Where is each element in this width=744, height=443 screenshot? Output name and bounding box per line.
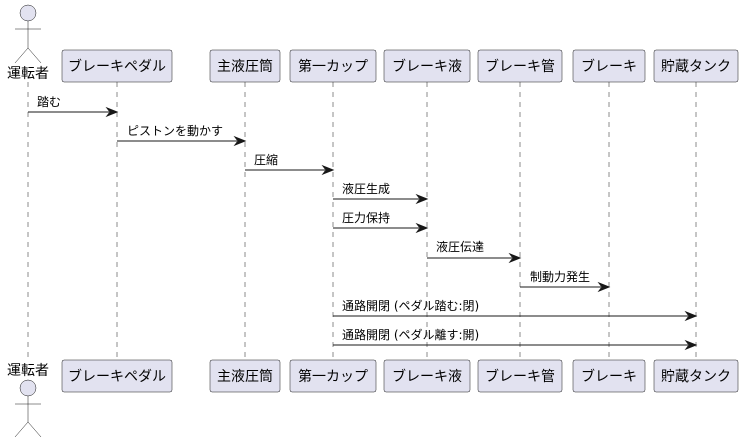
- message-7: 制動力発生: [520, 270, 611, 293]
- participant-label: ブレーキ: [581, 58, 637, 75]
- message-label: 踏む: [37, 95, 61, 109]
- participant-brake-top: ブレーキ: [572, 49, 646, 83]
- message-label: 通路開閉 (ペダル踏む:閉): [342, 298, 479, 313]
- participant-master-bottom: 主液圧筒: [209, 359, 281, 393]
- arrowhead-icon: [508, 252, 522, 264]
- participant-label: ブレーキ管: [485, 58, 555, 75]
- actor-bottom: 運転者: [7, 363, 49, 438]
- participant-fluid-bottom: ブレーキ液: [383, 359, 471, 393]
- message-label: 液圧伝達: [436, 239, 484, 254]
- participant-label: ブレーキ管: [485, 368, 555, 385]
- actor-top: 運転者: [7, 4, 49, 82]
- participant-label: ブレーキ: [581, 368, 637, 385]
- arrowhead-icon: [684, 339, 698, 351]
- actor-figure-icon: [14, 4, 42, 64]
- participant-pipe-bottom: ブレーキ管: [477, 359, 563, 393]
- participant-label: 第一カップ: [298, 58, 368, 75]
- actor-label-top: 運転者: [7, 66, 49, 82]
- message-label: 制動力発生: [530, 270, 590, 284]
- message-2: ピストンを動かす: [117, 124, 247, 147]
- actor-figure-icon: [14, 379, 42, 438]
- participant-cup-bottom: 第一カップ: [289, 359, 377, 393]
- actor-label-bottom: 運転者: [7, 363, 49, 379]
- participant-master-top: 主液圧筒: [209, 49, 281, 83]
- message-1: 踏む: [28, 95, 119, 118]
- message-label: 圧縮: [254, 152, 278, 167]
- message-label: ピストンを動かす: [127, 124, 223, 138]
- arrowhead-icon: [415, 193, 429, 205]
- arrowhead-icon: [105, 106, 119, 118]
- participant-pedal-top: ブレーキペダル: [61, 49, 173, 83]
- participant-label: ブレーキペダル: [68, 368, 166, 385]
- participant-fluid-top: ブレーキ液: [383, 49, 471, 83]
- arrowhead-icon: [684, 310, 698, 322]
- participant-cup-top: 第一カップ: [289, 49, 377, 83]
- arrowhead-icon: [321, 164, 335, 176]
- participant-label: 第一カップ: [298, 368, 368, 385]
- message-label: 通路開閉 (ペダル離す:開): [342, 327, 479, 342]
- participant-tank-top: 貯蔵タンク: [653, 49, 739, 83]
- participant-label: ブレーキ液: [392, 368, 462, 385]
- arrowhead-icon: [415, 222, 429, 234]
- participant-tank-bottom: 貯蔵タンク: [653, 359, 739, 393]
- participant-label: 貯蔵タンク: [661, 59, 731, 75]
- message-3: 圧縮: [245, 152, 335, 176]
- message-6: 液圧伝達: [427, 239, 522, 264]
- participant-pedal-bottom: ブレーキペダル: [61, 359, 173, 393]
- arrowhead-icon: [597, 281, 611, 293]
- message-8: 通路開閉 (ペダル踏む:閉): [333, 298, 698, 322]
- message-5: 圧力保持: [333, 210, 429, 234]
- participant-label: ブレーキ液: [392, 58, 462, 75]
- participant-label: 貯蔵タンク: [661, 369, 731, 385]
- participant-brake-bottom: ブレーキ: [572, 359, 646, 393]
- participant-label: 主液圧筒: [217, 368, 273, 385]
- message-label: 圧力保持: [342, 210, 390, 225]
- message-label: 液圧生成: [342, 181, 390, 196]
- arrowhead-icon: [233, 135, 247, 147]
- message-4: 液圧生成: [333, 181, 429, 205]
- participant-pipe-top: ブレーキ管: [477, 49, 563, 83]
- participant-label: 主液圧筒: [217, 58, 273, 75]
- participant-label: ブレーキペダル: [68, 58, 166, 75]
- lifelines: [27, 82, 697, 360]
- message-9: 通路開閉 (ペダル離す:開): [333, 327, 698, 351]
